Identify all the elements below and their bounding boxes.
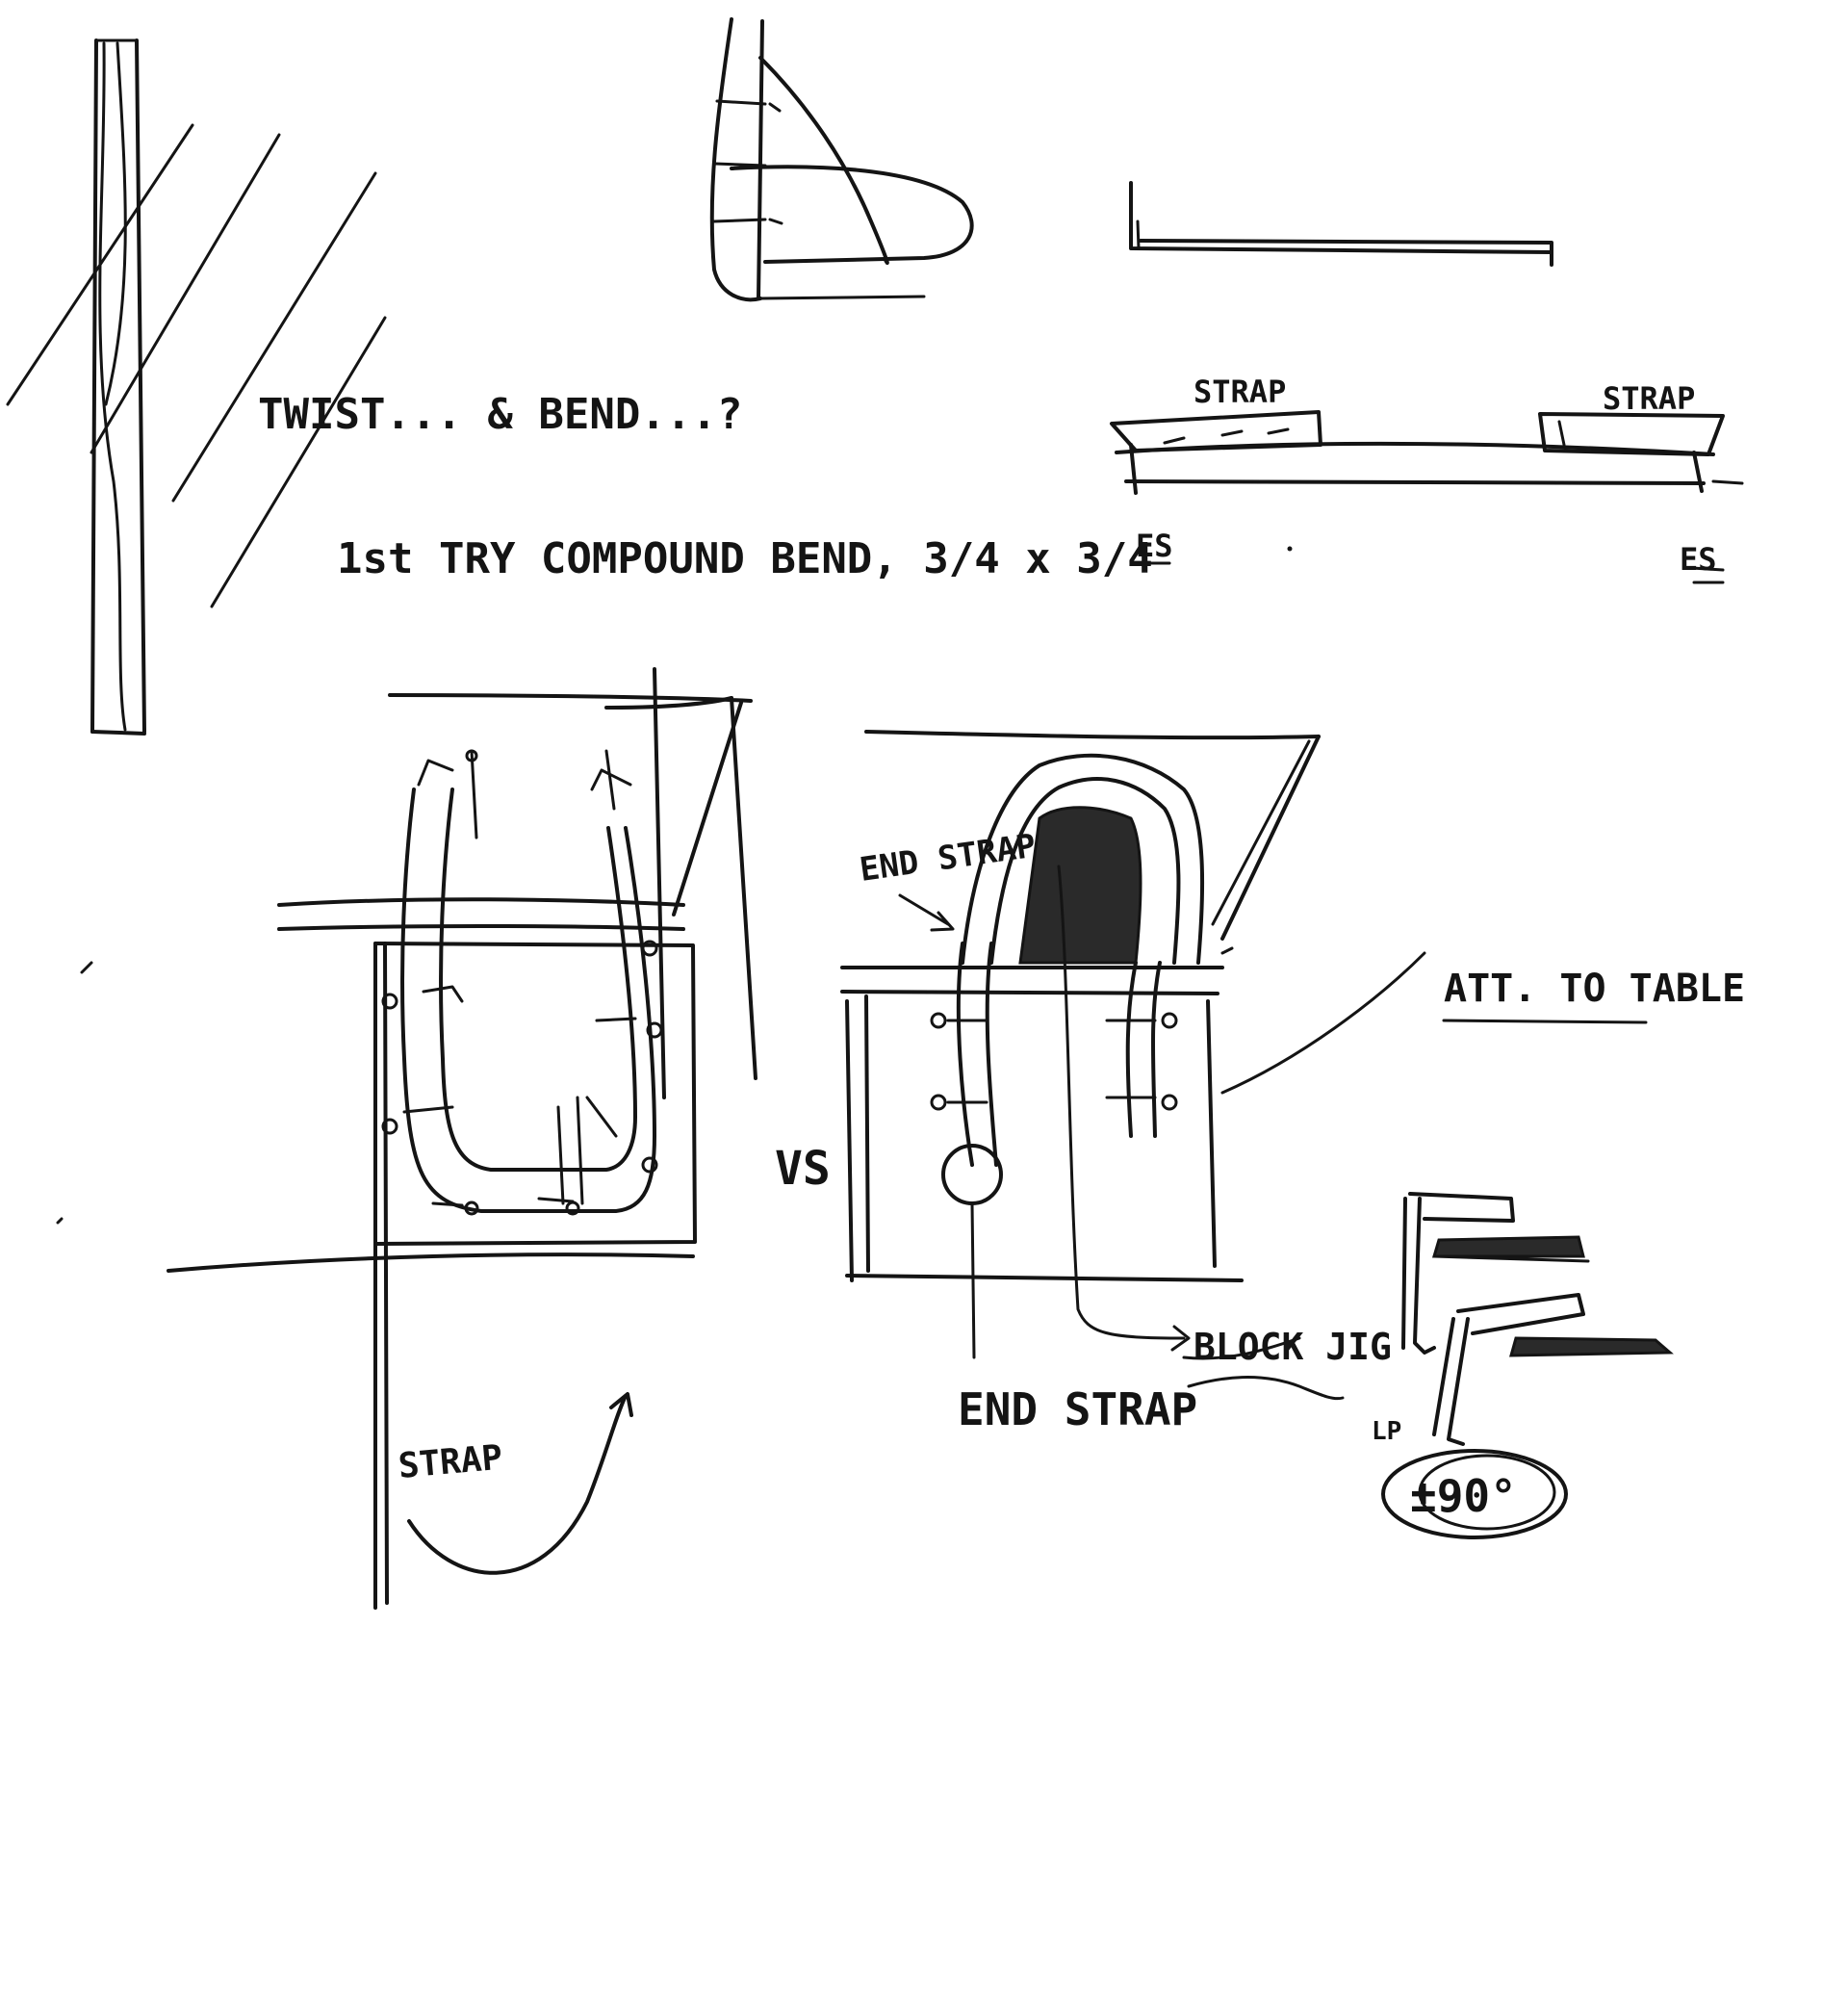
label-angle: ±90° [1410, 1470, 1517, 1522]
label-end-strap-bottom: END STRAP [958, 1383, 1197, 1435]
label-twist-bend: TWIST... & BEND...? [258, 390, 742, 439]
label-strap-left: STRAP [1194, 374, 1286, 410]
label-lp: LP [1372, 1417, 1401, 1446]
label-compound-bend: 1st TRY COMPOUND BEND, 3/4 x 3/4 [337, 534, 1153, 583]
label-strap-bottom: STRAP [397, 1438, 504, 1486]
bent-pieces-sketch [1381, 1192, 1674, 1539]
strap-arrow [407, 1392, 633, 1575]
label-block-jig: BLOCK JIG [1194, 1326, 1392, 1368]
underline-att-to-table [1442, 1019, 1648, 1024]
label-end-strap-top: END STRAP [858, 827, 1039, 890]
left-jig-sketch [56, 667, 757, 1610]
bend-form-sketch [709, 17, 974, 302]
label-vs: VS [775, 1142, 831, 1196]
label-es-left: ES [1136, 528, 1173, 564]
label-att-to-table: ATT. TO TABLE [1444, 967, 1745, 1011]
right-jig-sketch [840, 730, 1426, 1401]
l-profile-sketch [1129, 181, 1553, 267]
label-strap-right: STRAP [1603, 380, 1695, 417]
twisted-stick-sketch [6, 39, 387, 736]
strapped-bar-sketch [1110, 410, 1744, 572]
label-es-right: ES [1680, 541, 1717, 578]
